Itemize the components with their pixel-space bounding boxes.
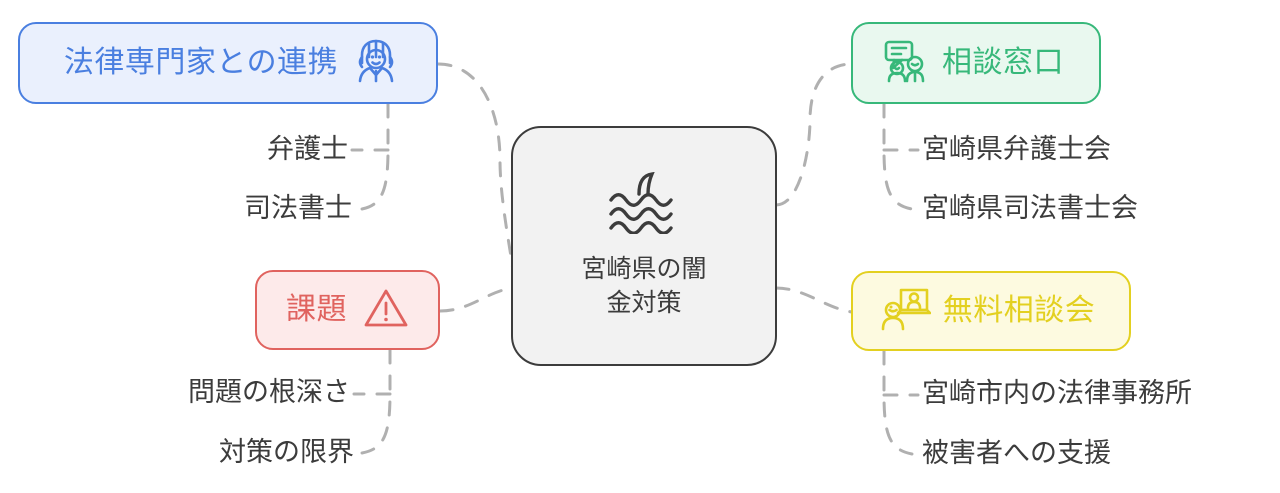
leaf-free-consultation-2-label: 被害者への支援: [922, 438, 1111, 468]
leaf-issues-1-label: 問題の根深さ: [188, 377, 350, 407]
leaf-issues-1: 問題の根深さ: [0, 379, 350, 406]
branch-node-issues[interactable]: 課題: [255, 270, 440, 350]
leaf-consultation-2: 宮崎県司法書士会: [922, 195, 1138, 222]
center-title-line-1: 宮崎県の闇: [581, 255, 707, 283]
leaf-consultation-1: 宮崎県弁護士会: [922, 136, 1111, 163]
edge-legal-to-center: [436, 62, 516, 289]
leaf-free-consultation-1: 宮崎市内の法律事務所: [922, 380, 1192, 407]
branch-label-legal-cooperation: 法律専門家との連携: [63, 46, 339, 79]
leaf-legal-1-label: 弁護士: [267, 134, 348, 164]
edge-legal-spine: [360, 102, 390, 211]
edge-issues-to-center: [438, 286, 514, 313]
edge-center-to-consultation: [774, 62, 854, 207]
leaf-legal-2: 司法書士: [0, 195, 352, 222]
seminar-presentation-icon: [881, 286, 932, 337]
leaf-free-consultation-2: 被害者への支援: [922, 440, 1111, 467]
leaf-consultation-2-label: 宮崎県司法書士会: [922, 193, 1138, 223]
center-node[interactable]: 宮崎県の闇 金対策: [511, 126, 777, 366]
waves-shark-fin-icon: [607, 171, 681, 239]
branch-label-issues: 課題: [286, 293, 347, 326]
edge-center-to-free-consultation: [774, 286, 854, 314]
branch-label-free-consultation: 無料相談会: [942, 294, 1096, 327]
warning-triangle-icon: [363, 286, 409, 335]
leaf-issues-2: 対策の限界: [0, 439, 354, 466]
leaf-consultation-1-label: 宮崎県弁護士会: [922, 134, 1111, 164]
lawyer-judge-icon: [352, 37, 400, 90]
branch-node-consultation-desk[interactable]: 相談窓口: [851, 22, 1101, 104]
leaf-legal-2-label: 司法書士: [244, 193, 352, 223]
leaf-free-consultation-1-label: 宮崎市内の法律事務所: [922, 378, 1192, 408]
branch-node-free-consultation[interactable]: 無料相談会: [851, 271, 1131, 351]
center-node-title: 宮崎県の闇 金対策: [581, 253, 706, 320]
branch-label-consultation-desk: 相談窓口: [942, 46, 1064, 79]
leaf-legal-1: 弁護士: [0, 136, 348, 163]
edge-consultation-spine: [882, 102, 914, 211]
center-title-line-2: 金対策: [606, 288, 682, 317]
edge-issues-spine: [360, 348, 392, 455]
speech-bubble-people-icon: [882, 37, 930, 90]
edge-free-consultation-spine: [882, 349, 914, 456]
branch-node-legal-cooperation[interactable]: 法律専門家との連携: [18, 22, 438, 104]
leaf-issues-2-label: 対策の限界: [219, 437, 354, 467]
